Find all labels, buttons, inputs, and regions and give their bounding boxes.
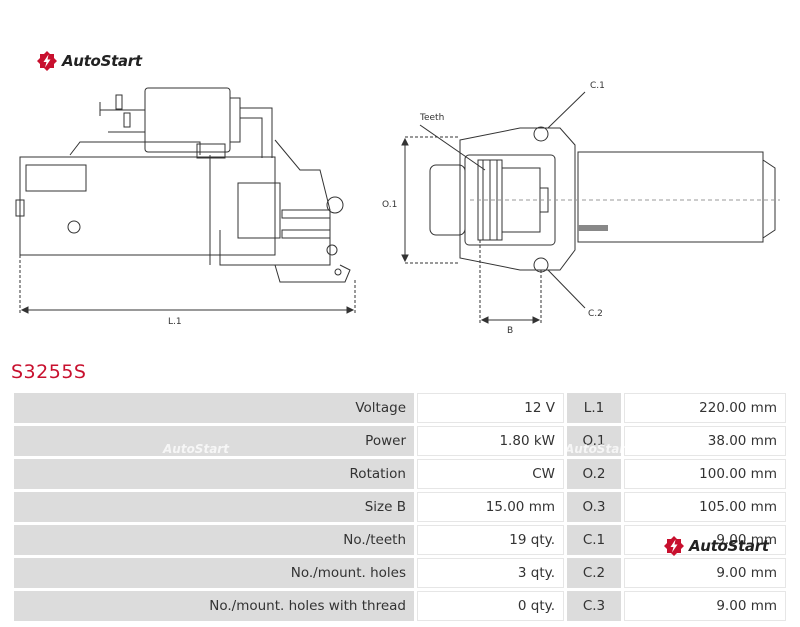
spec-value: 0 qty. — [417, 591, 564, 621]
dimension-value: 9.00 mm — [624, 558, 786, 588]
brand-logo: AutoStart — [36, 50, 142, 72]
starter-side-view — [15, 87, 356, 314]
specs-table-body: Voltage 12 V L.1 220.00 mm Power 1.80 kW… — [14, 393, 786, 621]
brand-name: AutoStart — [689, 537, 769, 555]
table-row: Power 1.80 kW O.1 38.00 mm — [14, 426, 786, 456]
dimension-label: O.1 — [567, 426, 621, 456]
spec-value: 1.80 kW — [417, 426, 564, 456]
spec-value: 3 qty. — [417, 558, 564, 588]
starter-front-view — [401, 91, 780, 325]
autostart-logo-icon — [664, 536, 684, 556]
table-row: No./teeth 19 qty. C.1 9.00 mm — [14, 525, 786, 555]
brand-name: AutoStart — [62, 52, 142, 70]
dimension-label: C.1 — [567, 525, 621, 555]
spec-label: Power — [14, 426, 414, 456]
dimension-value: 105.00 mm — [624, 492, 786, 522]
teeth-label: Teeth — [419, 113, 444, 123]
spec-label: No./mount. holes with thread — [14, 591, 414, 621]
b-label: B — [507, 326, 513, 336]
spec-value: 19 qty. — [417, 525, 564, 555]
c1-label: C.1 — [590, 81, 605, 91]
dimension-label: O.2 — [567, 459, 621, 489]
spec-value: 12 V — [417, 393, 564, 423]
dimension-label: O.3 — [567, 492, 621, 522]
table-row: Voltage 12 V L.1 220.00 mm — [14, 393, 786, 423]
dim-l1-label: L.1 — [168, 317, 182, 327]
o1-label: O.1 — [382, 200, 397, 210]
technical-drawing: L.1 Teeth C.1 C.2 O.1 B — [15, 81, 780, 336]
spec-label: No./teeth — [14, 525, 414, 555]
dimension-value: 38.00 mm — [624, 426, 786, 456]
specs-table: Voltage 12 V L.1 220.00 mm Power 1.80 kW… — [11, 390, 789, 624]
spec-value: 15.00 mm — [417, 492, 564, 522]
autostart-logo-icon — [37, 51, 57, 71]
product-code: S3255S — [11, 361, 87, 383]
dimension-value: 100.00 mm — [624, 459, 786, 489]
dimension-label: C.3 — [567, 591, 621, 621]
dimension-value: 9.00 mm — [624, 591, 786, 621]
spec-value: CW — [417, 459, 564, 489]
spec-label: No./mount. holes — [14, 558, 414, 588]
dimension-label: L.1 — [567, 393, 621, 423]
spec-label: Size B — [14, 492, 414, 522]
table-row: Rotation CW O.2 100.00 mm — [14, 459, 786, 489]
dimension-value: 220.00 mm — [624, 393, 786, 423]
table-row: Size B 15.00 mm O.3 105.00 mm — [14, 492, 786, 522]
c2-label: C.2 — [588, 309, 603, 319]
dimension-value: 9.00 mm — [624, 525, 786, 555]
table-row: No./mount. holes 3 qty. C.2 9.00 mm — [14, 558, 786, 588]
dimension-label: C.2 — [567, 558, 621, 588]
table-row: No./mount. holes with thread 0 qty. C.3 … — [14, 591, 786, 621]
spec-label: Rotation — [14, 459, 414, 489]
brand-logo-watermark: AutoStart — [663, 535, 769, 557]
spec-label: Voltage — [14, 393, 414, 423]
